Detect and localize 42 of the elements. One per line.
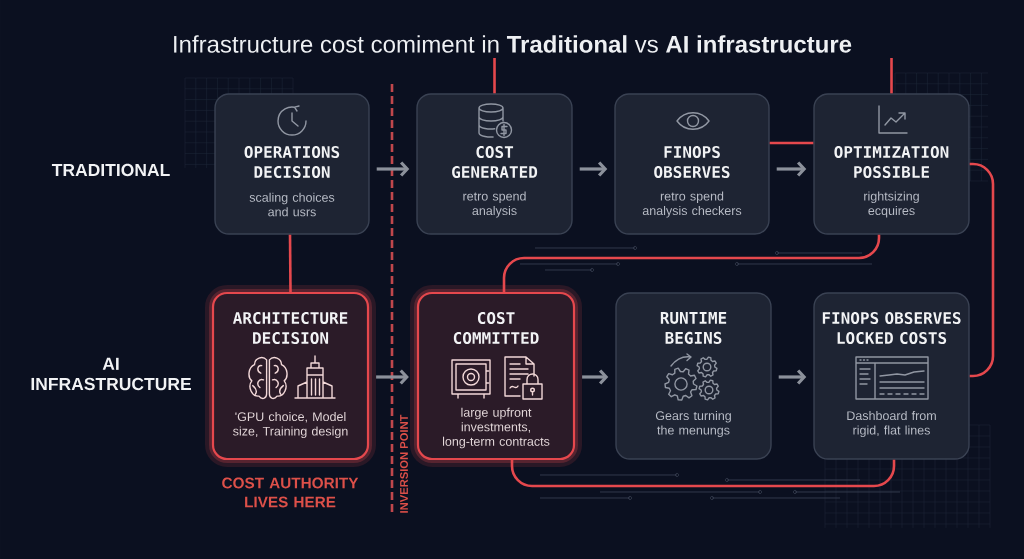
process-box <box>416 93 573 235</box>
step-description: Gears turning the menungs <box>655 410 731 438</box>
connector-line <box>510 459 896 488</box>
row-label: TRADITIONAL <box>51 163 170 177</box>
connector-line <box>288 234 292 292</box>
step-description: Dashboard from rigid, flat lines <box>847 410 936 438</box>
step-description: retro spend analysis checkers <box>642 191 742 218</box>
step-heading: COST GENERATED <box>452 145 538 179</box>
step-heading: RUNTIME BEGINS <box>660 312 727 344</box>
process-box <box>813 93 970 235</box>
connector-line <box>769 141 814 145</box>
arrow <box>778 369 807 385</box>
step-description: scaling choices and usrs <box>249 192 335 217</box>
arrow <box>776 161 807 177</box>
process-box <box>813 292 970 460</box>
connector-line <box>969 162 995 378</box>
step-heading: COST COMMITTED <box>453 311 539 345</box>
arrow <box>582 369 609 385</box>
process-box <box>214 93 370 235</box>
connector-line <box>493 58 496 94</box>
step-description: large upfront investments, long-term contracts <box>443 407 550 449</box>
step-description: rightsizing ecquires <box>864 191 919 218</box>
step-description: 'GPU choice, Model size, Training design <box>233 411 348 439</box>
process-box <box>614 93 770 235</box>
step-heading: FINOPS OBSERVES <box>654 145 730 179</box>
arrow <box>579 161 608 177</box>
process-box <box>615 292 772 460</box>
divider-label: INVERSION POINT <box>400 414 408 513</box>
connector-line <box>502 234 881 292</box>
highlighted-box <box>205 285 376 467</box>
connector-line <box>890 58 893 94</box>
step-heading: FINOPS OBSERVES LOCKED COSTS <box>822 311 961 345</box>
node-caption: COST AUTHORITY LIVES HERE <box>222 477 359 508</box>
row-label: AI INFRASTRUCTURE <box>31 357 191 391</box>
step-heading: ARCHITECTURE DECISION <box>232 311 348 345</box>
step-description: retro spend analysis <box>463 191 526 218</box>
highlighted-box <box>410 285 582 467</box>
step-heading: OPERATIONS DECISION <box>244 145 340 179</box>
title: Infrastructure cost comiment in Traditional vs AI infrastructure <box>174 35 852 53</box>
step-heading: OPTIMIZATION POSSIBLE <box>834 145 949 179</box>
arrow <box>376 161 410 177</box>
arrow <box>376 369 409 385</box>
